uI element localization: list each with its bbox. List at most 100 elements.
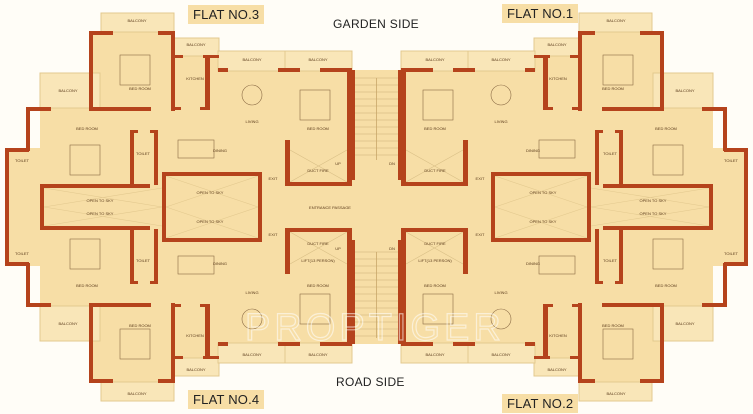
bed-room-label: BED ROOM [655, 283, 677, 288]
balcony-label: BALCONY [127, 18, 146, 23]
wall [347, 228, 352, 346]
living-label: LIVING [494, 119, 507, 124]
wall [702, 303, 727, 307]
wall [154, 130, 158, 185]
garden-side-label: GARDEN SIDE [333, 17, 419, 31]
room-floor [5, 148, 45, 207]
flat-1-plan [400, 12, 748, 208]
balcony-label: BALCONY [242, 352, 261, 357]
wall [171, 107, 181, 110]
bed-room-label: BED ROOM [129, 323, 151, 328]
balcony [578, 12, 653, 33]
dining-table-icon [177, 139, 215, 159]
core-wall [352, 70, 355, 180]
wall [158, 379, 174, 383]
open-to-sky-label: OPEN TO SKY [530, 219, 557, 224]
balcony-label: BALCONY [127, 391, 146, 396]
wall [723, 107, 727, 151]
balcony [400, 342, 469, 364]
wall [572, 107, 582, 110]
wall [26, 107, 30, 151]
wall [171, 303, 175, 383]
watermark: PROPTIGER [245, 307, 505, 349]
toilet-label: TOILET [136, 151, 150, 156]
bed-room-label: BED ROOM [424, 126, 446, 131]
wall [203, 55, 219, 58]
duct-label: DUCT FIRE [307, 168, 329, 173]
wall [453, 68, 475, 72]
room-floor [218, 70, 352, 130]
wall [171, 55, 183, 58]
balcony-label: BALCONY [606, 18, 625, 23]
wall [579, 31, 595, 35]
balcony [284, 342, 353, 364]
wall [130, 229, 134, 284]
wall [258, 207, 262, 242]
wall [162, 172, 258, 176]
bed-icon [422, 293, 454, 325]
wall [89, 31, 113, 35]
balcony-label: BALCONY [491, 57, 510, 62]
balcony-label: BALCONY [186, 42, 205, 47]
wall [702, 107, 727, 111]
core-wall [398, 70, 401, 180]
dining-table-icon [538, 139, 576, 159]
toilet-label: TOILET [724, 158, 738, 163]
wall [285, 182, 352, 186]
bed-icon [119, 54, 151, 86]
duct-hatch [289, 149, 348, 183]
road-side-label: ROAD SIDE [336, 375, 405, 389]
wall [724, 148, 748, 152]
open-to-sky-label: OPEN TO SKY [87, 211, 114, 216]
wall [491, 172, 495, 207]
room-floor [579, 31, 664, 111]
toilet-label: TOILET [15, 158, 29, 163]
core-wall [463, 228, 468, 270]
wall [579, 379, 595, 383]
balcony [172, 37, 220, 57]
exit-label: EXIT [269, 232, 278, 237]
dining-label: DINING [213, 148, 227, 153]
wall [89, 31, 93, 110]
dining-label: DINING [213, 261, 227, 266]
wall [744, 207, 748, 266]
kitchen-label: KITCHEN [549, 76, 567, 81]
wall [171, 304, 181, 307]
wall [595, 281, 603, 284]
wall [89, 304, 93, 383]
dining-table-icon [538, 255, 576, 275]
wall [603, 226, 713, 230]
wall [150, 130, 158, 133]
balcony-label: BALCONY [491, 352, 510, 357]
flat-2-label: FLAT NO.2 [502, 394, 579, 413]
bed-icon [69, 144, 101, 176]
bed-icon [69, 238, 101, 270]
wall [154, 229, 158, 284]
wall [162, 238, 258, 242]
room-floor [171, 55, 218, 110]
balcony-label: BALCONY [547, 42, 566, 47]
wall [347, 68, 352, 186]
room-floor [401, 70, 535, 130]
wall [401, 182, 468, 186]
lift-label: LIFT(13 PERSON) [301, 258, 335, 263]
exit-label: EXIT [476, 232, 485, 237]
lift-label: LIFT(13 PERSON) [418, 258, 452, 263]
wall [602, 107, 664, 111]
wall [40, 184, 150, 188]
bed-icon [299, 89, 331, 121]
wall [543, 107, 553, 110]
up-label: UP [335, 246, 341, 251]
balcony-label: BALCONY [675, 321, 694, 326]
flat-1-label: FLAT NO.1 [502, 4, 579, 23]
wall [543, 304, 553, 307]
wall [89, 379, 113, 383]
flat-4-label: FLAT NO.4 [188, 390, 265, 409]
room-floor [708, 148, 748, 207]
toilet-label: TOILET [724, 251, 738, 256]
wall [570, 356, 582, 359]
